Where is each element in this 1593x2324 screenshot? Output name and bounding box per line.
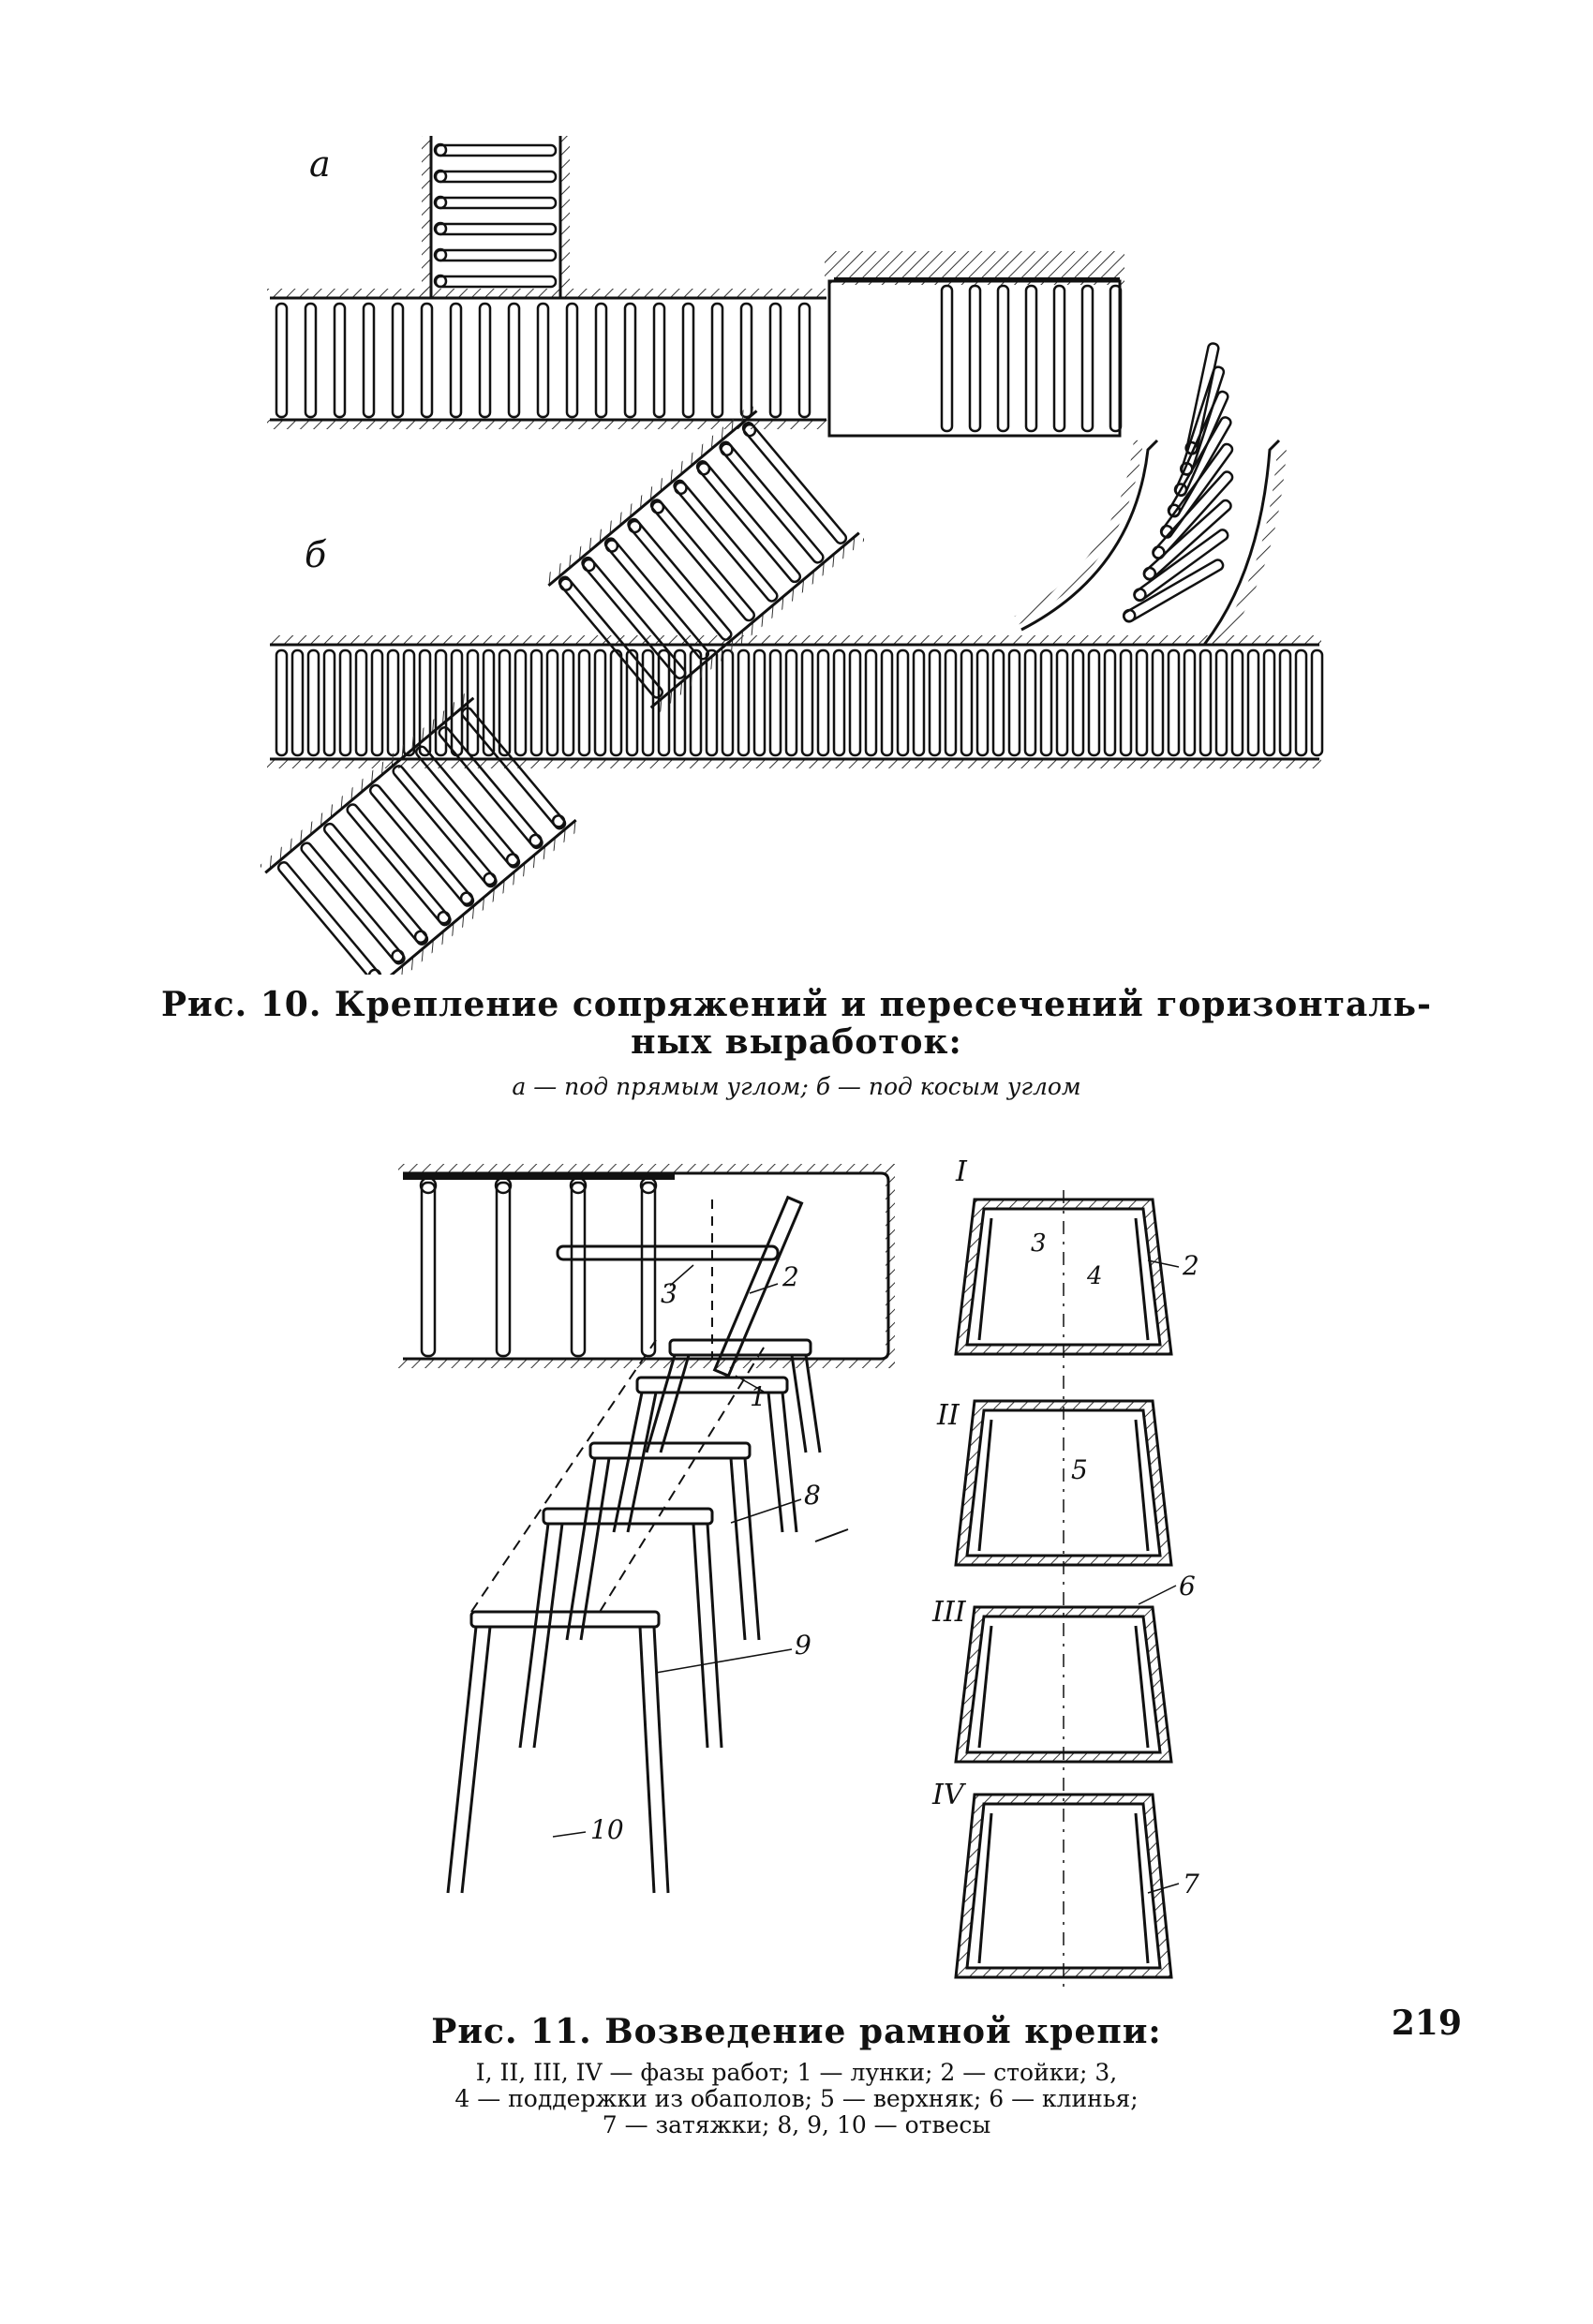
- drift-a-branch: [422, 136, 570, 298]
- label-num-3: 3: [661, 1278, 677, 1309]
- label-num-5: 5: [1071, 1454, 1088, 1485]
- figure-11-drawing: 1 2 3 8 9 10 I II III IV 3 4 2 5 6 7: [398, 1155, 1199, 1987]
- drift-b-main: [267, 635, 1324, 768]
- fig11-frames-perspective: [446, 1338, 822, 1894]
- label-num-4: 4: [1086, 1262, 1103, 1290]
- page-number: 219: [1391, 2004, 1462, 2043]
- fig11-drift-section: [398, 1164, 895, 1378]
- drift-a-side-view: [825, 251, 1124, 438]
- label-num-7: 7: [1183, 1869, 1199, 1899]
- fig10-legend: а — под прямым углом; б — под косым угло…: [512, 1073, 1081, 1100]
- label-num-1: 1: [750, 1381, 767, 1412]
- fig11-legend-line2: 4 — поддержки из обаполов; 5 — верхняк; …: [454, 2085, 1139, 2112]
- drift-b-oblique-upper: [542, 403, 866, 715]
- label-num-10: 10: [590, 1814, 624, 1845]
- drift-b-oblique-lower: [259, 691, 583, 975]
- label-num-2: 2: [782, 1261, 799, 1292]
- drift-b-curved-branch: [1014, 342, 1287, 650]
- label-num-3-right: 3: [1031, 1229, 1047, 1258]
- phase-label-IV: IV: [931, 1779, 967, 1811]
- phase-label-I: I: [955, 1155, 968, 1188]
- fig11-legend-line1: I, II, III, IV — фазы работ; 1 — лунки; …: [475, 2059, 1118, 2086]
- label-num-2-right: 2: [1182, 1250, 1199, 1281]
- fig10-caption-line2: ных выработок:: [631, 1022, 962, 1062]
- label-num-6: 6: [1179, 1571, 1196, 1601]
- fig10-label-a: а: [309, 143, 331, 185]
- phase-label-II: II: [936, 1399, 960, 1432]
- label-num-9: 9: [795, 1630, 811, 1661]
- phase-label-III: III: [931, 1596, 967, 1629]
- fig11-legend-line3: 7 — затяжки; 8, 9, 10 — отвесы: [602, 2111, 991, 2138]
- fig10-caption-line1: Рис. 10. Крепление сопряжений и пересече…: [160, 985, 1433, 1024]
- figure-10-drawing: а б: [259, 136, 1324, 975]
- fig10-label-b: б: [305, 534, 327, 575]
- fig11-caption: Рис. 11. Возведение рамной крепи:: [431, 2012, 1162, 2051]
- label-num-8: 8: [804, 1480, 821, 1511]
- drift-a-main: [267, 289, 829, 429]
